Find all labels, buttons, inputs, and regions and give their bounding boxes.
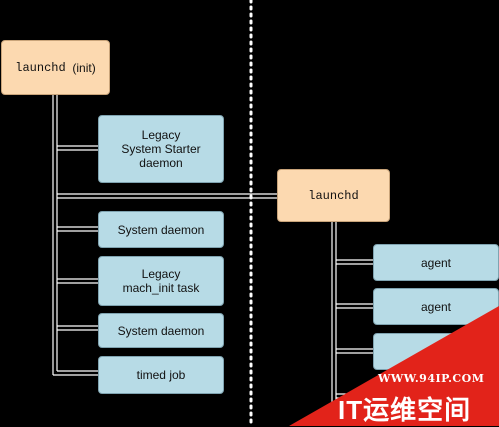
watermark-url: WWW.94IP.COM — [378, 372, 485, 385]
timed-job-node: timed job — [98, 356, 224, 394]
agent-node: agent — [373, 244, 499, 281]
legacy-system-starter-node: Legacy System Starter daemon — [98, 115, 224, 183]
system-daemon-node: System daemon — [98, 313, 224, 348]
system-tree-connectors — [52, 95, 277, 376]
launchd-init-suffix: (init) — [72, 60, 96, 75]
watermark-title: IT运维空间 — [338, 395, 472, 425]
launchd-init-node: launchd (init) — [1, 40, 110, 95]
launchd-init-name: launchd — [15, 60, 66, 75]
watermark-triangle — [289, 306, 499, 426]
legacy-mach-init-node: Legacy mach_init task — [98, 256, 224, 306]
launchd-user-node: launchd — [277, 169, 390, 222]
system-daemon-node: System daemon — [98, 211, 224, 248]
